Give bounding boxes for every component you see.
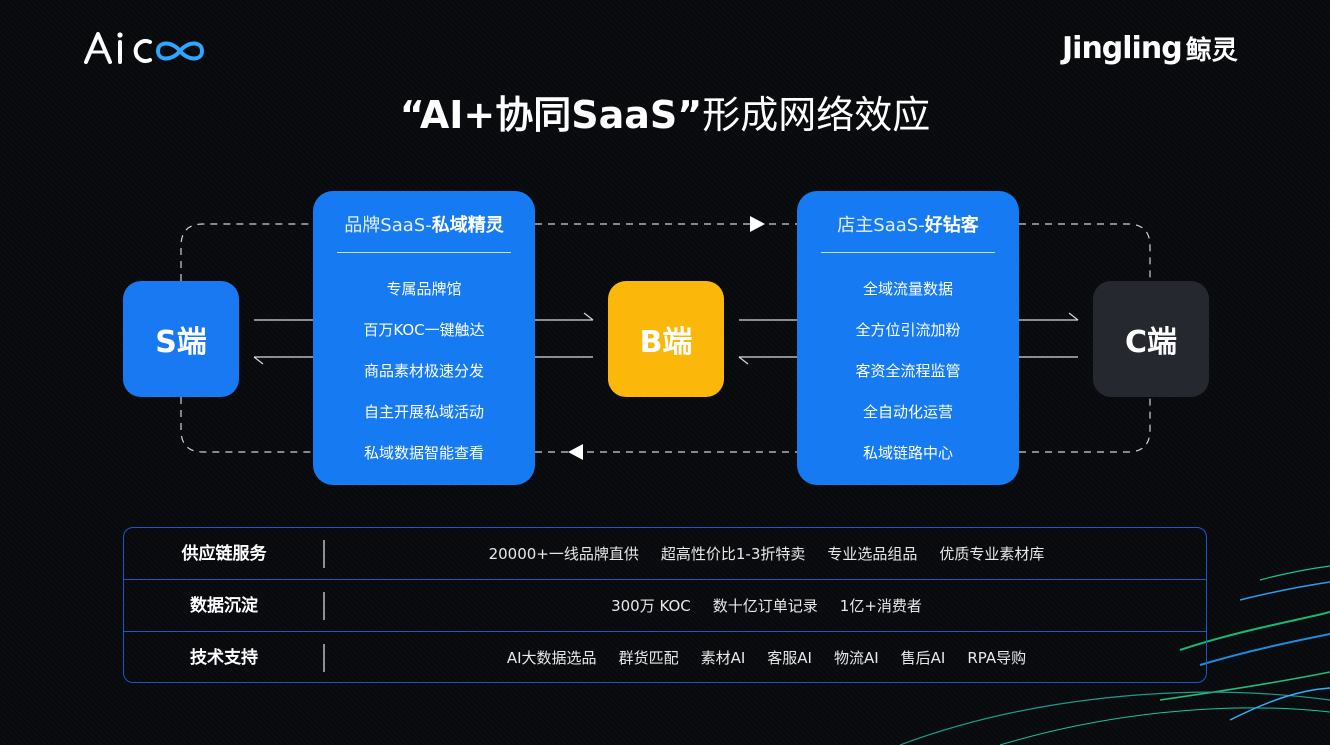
row-label: 数据沉淀 xyxy=(190,596,258,616)
panel-item: 全域流量数据 xyxy=(862,280,953,298)
row-value: 20000+一线品牌直供 xyxy=(488,545,639,563)
row-value: RPA导购 xyxy=(967,649,1027,667)
panel-item: 全自动化运营 xyxy=(862,403,953,421)
row-value: 超高性价比1-3折特卖 xyxy=(660,545,806,563)
jingling-logo-cn: 鲸灵 xyxy=(1185,35,1238,66)
panel-divider xyxy=(821,252,995,253)
table-row: 数据沉淀 300万 KOC 数十亿订单记录 1亿+消费者 xyxy=(124,580,1206,632)
title-light: 形成网络效应 xyxy=(702,93,931,137)
store-saas-panel: 店主SaaS-好钻客 全域流量数据 全方位引流加粉 客资全流程监管 全自动化运营… xyxy=(797,191,1019,485)
table-row: 供应链服务 20000+一线品牌直供 超高性价比1-3折特卖 专业选品组品 优质专业素… xyxy=(124,528,1206,580)
row-values: AI大数据选品 群货匹配 素材AI 客服AI 物流AI 售后AI RPA导购 xyxy=(325,632,1206,682)
row-value: 300万 KOC xyxy=(611,597,691,615)
row-divider xyxy=(124,579,1206,580)
panel-heading-name: 私域精灵 xyxy=(431,215,504,236)
row-value: 1亿+消费者 xyxy=(839,597,922,615)
panel-heading-prefix: 店主SaaS- xyxy=(837,215,925,236)
row-separator xyxy=(323,592,325,620)
row-divider xyxy=(124,631,1206,632)
table-row: 技术支持 AI大数据选品 群货匹配 素材AI 客服AI 物流AI 售后AI RPA导购 xyxy=(124,632,1206,682)
row-value: 物流AI xyxy=(833,649,879,667)
panel-heading: 店主SaaS-好钻客 xyxy=(797,213,1019,239)
panel-item: 私域数据智能查看 xyxy=(363,444,484,462)
row-label: 供应链服务 xyxy=(181,544,267,564)
row-value: 客服AI xyxy=(767,649,812,667)
page-title: “AI+协同SaaS”形成网络效应 xyxy=(0,90,1330,140)
row-separator xyxy=(323,540,325,568)
jingling-logo: Jingling 鲸灵 xyxy=(1062,28,1238,68)
row-value: 素材AI xyxy=(700,649,746,667)
panel-item: 商品素材极速分发 xyxy=(363,362,484,380)
panel-item: 自主开展私域活动 xyxy=(363,403,484,421)
arrow-right-icon xyxy=(750,216,765,232)
row-value: 专业选品组品 xyxy=(827,545,918,563)
panel-divider xyxy=(337,252,511,253)
panel-item: 私域链路中心 xyxy=(862,444,953,462)
row-value: AI大数据选品 xyxy=(506,649,597,667)
brand-saas-panel: 品牌SaaS-私域精灵 专属品牌馆 百万KOC一键触达 商品素材极速分发 自主开… xyxy=(313,191,535,485)
row-separator xyxy=(323,644,325,672)
panel-item: 专属品牌馆 xyxy=(386,280,462,298)
c-end-node: C端 xyxy=(1093,281,1209,397)
row-label: 技术支持 xyxy=(190,648,258,668)
panel-heading-name: 好钻客 xyxy=(924,215,979,236)
capability-table: 供应链服务 20000+一线品牌直供 超高性价比1-3折特卖 专业选品组品 优质专业素… xyxy=(123,527,1207,683)
panel-item: 全方位引流加粉 xyxy=(855,321,961,339)
arrow-left-icon xyxy=(568,444,583,460)
panel-heading: 品牌SaaS-私域精灵 xyxy=(313,213,535,239)
row-values: 20000+一线品牌直供 超高性价比1-3折特卖 专业选品组品 优质专业素材库 xyxy=(325,528,1206,580)
panel-item: 客资全流程监管 xyxy=(855,362,961,380)
row-value: 数十亿订单记录 xyxy=(712,597,818,615)
jingling-logo-text: Jingling xyxy=(1062,30,1183,66)
row-value: 售后AI xyxy=(900,649,946,667)
s-end-node: S端 xyxy=(123,281,239,397)
row-value: 优质专业素材库 xyxy=(939,545,1045,563)
b-end-node: B端 xyxy=(608,281,724,397)
panel-item: 百万KOC一键触达 xyxy=(363,321,485,339)
title-bold: “AI+协同SaaS” xyxy=(399,93,703,137)
aico-logo xyxy=(80,26,210,70)
row-values: 300万 KOC 数十亿订单记录 1亿+消费者 xyxy=(325,580,1206,632)
row-value: 群货匹配 xyxy=(618,649,679,667)
panel-heading-prefix: 品牌SaaS- xyxy=(344,215,432,236)
